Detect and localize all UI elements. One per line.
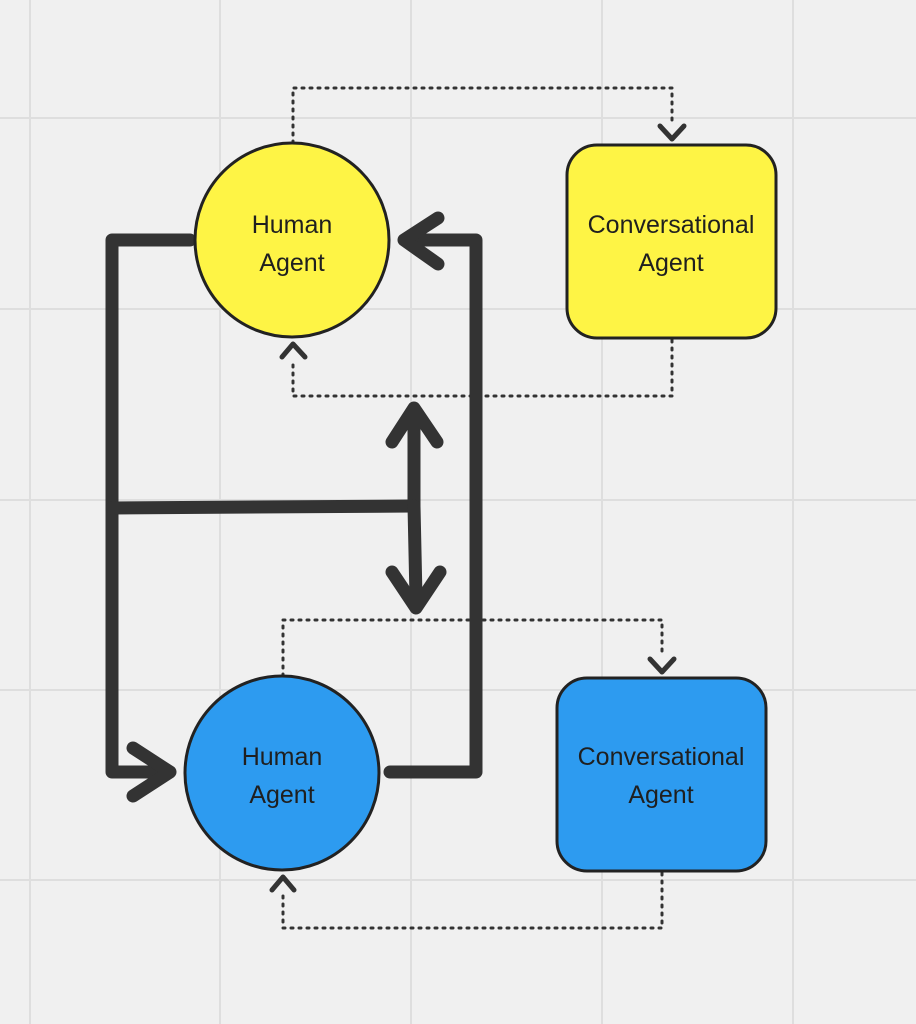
- node-bottom-human-agent[interactable]: Human Agent: [183, 674, 381, 872]
- top-human-agent-label-line2: Agent: [259, 249, 324, 277]
- bottom-conversational-agent-box: [555, 676, 768, 873]
- dotted-arrowhead-top-human: [279, 341, 308, 360]
- bottom-conversational-agent-label-line2: Agent: [628, 781, 693, 809]
- dotted-connector-bottom-human-to-bottom-conv[interactable]: [281, 618, 664, 678]
- bottom-conversational-agent-label-line1: Conversational: [578, 743, 745, 771]
- dotted-arrowhead-top-conv: [657, 123, 687, 142]
- thick-arrowhead-up: [385, 401, 444, 449]
- top-conversational-agent-box: [565, 143, 778, 340]
- thick-connector-branch-down[interactable]: [407, 499, 423, 605]
- thick-connector-bottom-human-to-top-human[interactable]: [383, 233, 483, 779]
- thick-arrowhead-bottom-human: [126, 741, 177, 803]
- top-human-agent-label-line1: Human: [252, 211, 333, 239]
- dotted-connector-top-human-to-top-conv[interactable]: [291, 86, 674, 145]
- node-bottom-conversational-agent[interactable]: Conversational Agent: [555, 676, 768, 873]
- dotted-arrowhead-bottom-human: [269, 874, 297, 893]
- thick-connector-branch-horizontal[interactable]: [105, 499, 421, 515]
- node-top-conversational-agent[interactable]: Conversational Agent: [565, 143, 778, 340]
- bottom-human-agent-circle: [183, 674, 381, 872]
- dotted-connector-bottom-conv-to-bottom-human[interactable]: [281, 871, 664, 930]
- node-top-human-agent[interactable]: Human Agent: [193, 141, 391, 339]
- thick-arrowhead-top-human: [397, 211, 445, 271]
- thick-arrowhead-down: [385, 565, 447, 615]
- top-conversational-agent-label-line2: Agent: [638, 249, 703, 277]
- top-conversational-agent-label-line1: Conversational: [588, 211, 755, 239]
- bottom-human-agent-label-line2: Agent: [249, 781, 314, 809]
- top-human-agent-circle: [193, 141, 391, 339]
- bottom-human-agent-label-line1: Human: [242, 743, 323, 771]
- dotted-arrowhead-bottom-conv: [647, 656, 677, 675]
